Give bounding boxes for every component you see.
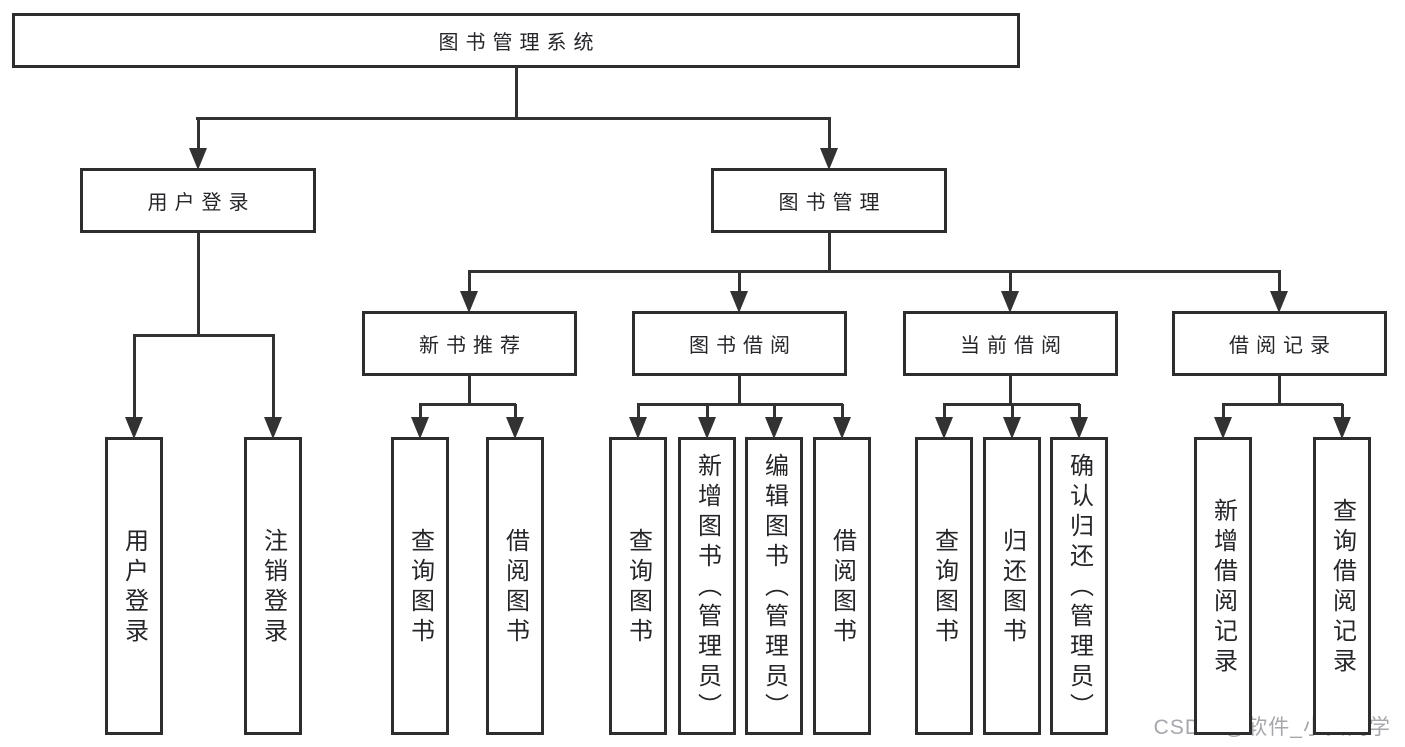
node-leaf-edit-book-admin: 编辑图书（管理员） bbox=[745, 437, 803, 735]
arrowhead-down-icon bbox=[820, 148, 838, 170]
arrowhead-down-icon bbox=[411, 417, 429, 439]
connector-hline bbox=[133, 334, 275, 337]
node-leaf-logout: 注销登录 bbox=[244, 437, 302, 735]
connector-arrow-line bbox=[514, 404, 517, 421]
node-borrowing-records: 借阅记录 bbox=[1172, 311, 1387, 376]
connector-hline bbox=[468, 270, 1281, 273]
connector-arrow-line bbox=[1278, 271, 1281, 295]
connector-arrow-line bbox=[419, 404, 422, 421]
node-new-book-recommendation: 新书推荐 bbox=[362, 311, 577, 376]
arrowhead-down-icon bbox=[506, 417, 524, 439]
connector-arrow-line bbox=[637, 404, 640, 421]
arrowhead-down-icon bbox=[935, 417, 953, 439]
connector-arrow-line bbox=[828, 118, 831, 152]
node-leaf-query-borrow-record: 查询借阅记录 bbox=[1313, 437, 1371, 735]
node-book-management: 图书管理 bbox=[711, 168, 947, 233]
node-user-login: 用户登录 bbox=[80, 168, 316, 233]
node-book-borrowing: 图书借阅 bbox=[632, 311, 847, 376]
arrowhead-down-icon bbox=[833, 417, 851, 439]
connector-arrow-line bbox=[706, 404, 709, 421]
connector-arrow-line bbox=[1078, 404, 1081, 421]
connector-arrow-line bbox=[468, 271, 471, 295]
connector-arrow-line bbox=[133, 335, 136, 421]
connector-arrow-line bbox=[197, 118, 200, 152]
arrowhead-down-icon bbox=[1070, 417, 1088, 439]
node-leaf-user-login: 用户登录 bbox=[105, 437, 163, 735]
connector-arrow-line bbox=[1009, 271, 1012, 295]
connector-arrow-line bbox=[841, 404, 844, 421]
node-leaf-return-book: 归还图书 bbox=[983, 437, 1041, 735]
arrowhead-down-icon bbox=[1333, 417, 1351, 439]
arrowhead-down-icon bbox=[125, 417, 143, 439]
arrowhead-down-icon bbox=[1001, 291, 1019, 313]
connector-arrow-line bbox=[272, 335, 275, 421]
connector-vline bbox=[1278, 374, 1281, 406]
node-leaf-borrow-books-2: 借阅图书 bbox=[813, 437, 871, 735]
connector-vline bbox=[738, 374, 741, 406]
node-current-borrowing: 当前借阅 bbox=[903, 311, 1118, 376]
connector-hline bbox=[1222, 403, 1343, 406]
connector-hline bbox=[196, 117, 831, 120]
node-leaf-query-books-2: 查询图书 bbox=[609, 437, 667, 735]
arrowhead-down-icon bbox=[730, 291, 748, 313]
connector-vline bbox=[515, 66, 518, 120]
connector-arrow-line bbox=[738, 271, 741, 295]
node-library-management-system: 图书管理系统 bbox=[12, 13, 1020, 68]
node-leaf-add-borrow-record: 新增借阅记录 bbox=[1194, 437, 1252, 735]
connector-vline bbox=[828, 231, 831, 273]
arrowhead-down-icon bbox=[189, 148, 207, 170]
arrowhead-down-icon bbox=[698, 417, 716, 439]
arrowhead-down-icon bbox=[264, 417, 282, 439]
connector-vline bbox=[197, 231, 200, 337]
connector-vline bbox=[468, 374, 471, 406]
connector-hline bbox=[419, 403, 516, 406]
connector-vline bbox=[1009, 374, 1012, 406]
node-leaf-query-books-3: 查询图书 bbox=[915, 437, 973, 735]
arrowhead-down-icon bbox=[1270, 291, 1288, 313]
arrowhead-down-icon bbox=[460, 291, 478, 313]
arrowhead-down-icon bbox=[1214, 417, 1232, 439]
node-leaf-confirm-return-admin: 确认归还（管理员） bbox=[1050, 437, 1108, 735]
arrowhead-down-icon bbox=[629, 417, 647, 439]
node-leaf-add-book-admin: 新增图书（管理员） bbox=[678, 437, 736, 735]
arrowhead-down-icon bbox=[1003, 417, 1021, 439]
connector-arrow-line bbox=[943, 404, 946, 421]
connector-arrow-line bbox=[1341, 404, 1344, 421]
connector-arrow-line bbox=[773, 404, 776, 421]
connector-arrow-line bbox=[1011, 404, 1014, 421]
arrowhead-down-icon bbox=[765, 417, 783, 439]
connector-hline bbox=[637, 403, 843, 406]
connector-arrow-line bbox=[1222, 404, 1225, 421]
node-leaf-query-books-1: 查询图书 bbox=[391, 437, 449, 735]
node-leaf-borrow-books-1: 借阅图书 bbox=[486, 437, 544, 735]
